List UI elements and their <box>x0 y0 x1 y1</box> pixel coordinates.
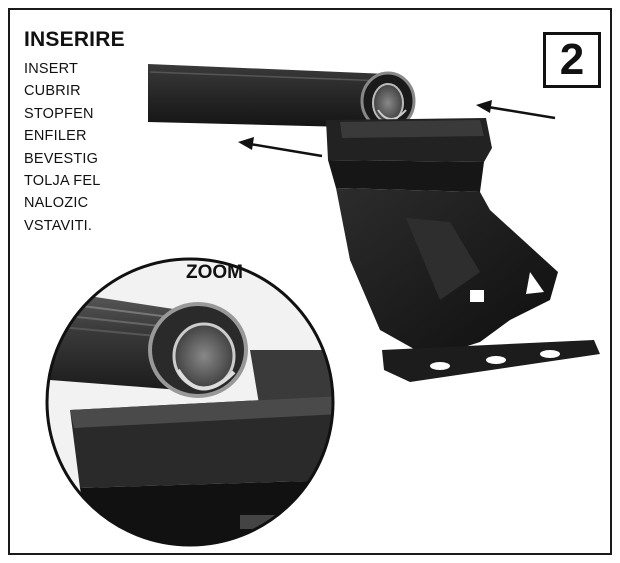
translation-item: BEVESTIG <box>24 150 99 167</box>
translation-item: NALOZIC <box>24 195 89 212</box>
step-number-badge: 2 <box>543 32 601 88</box>
translation-item: CUBRIR <box>24 83 81 100</box>
roof-foot <box>326 118 600 382</box>
translation-item: TOLJA FEL <box>24 173 101 190</box>
zoom-detail <box>45 257 335 547</box>
instruction-title: INSERIRE <box>24 28 125 51</box>
arrow-left-icon <box>238 137 323 158</box>
translation-item: VSTAVITI. <box>24 217 93 234</box>
translation-list: INSERT CUBRIR STOPFEN ENFILER BEVESTIG T… <box>24 58 100 237</box>
arrow-left-icon <box>476 100 556 120</box>
translation-item: ENFILER <box>24 128 87 145</box>
roof-bar-foot-illustration <box>45 64 600 547</box>
translation-item: INSERT <box>24 61 79 77</box>
roof-bar <box>148 64 416 131</box>
zoom-label: ZOOM <box>186 262 243 283</box>
translation-item: STOPFEN <box>24 105 94 122</box>
instruction-panel: INSERIRE INSERT CUBRIR STOPFEN ENFILER B… <box>8 8 612 555</box>
